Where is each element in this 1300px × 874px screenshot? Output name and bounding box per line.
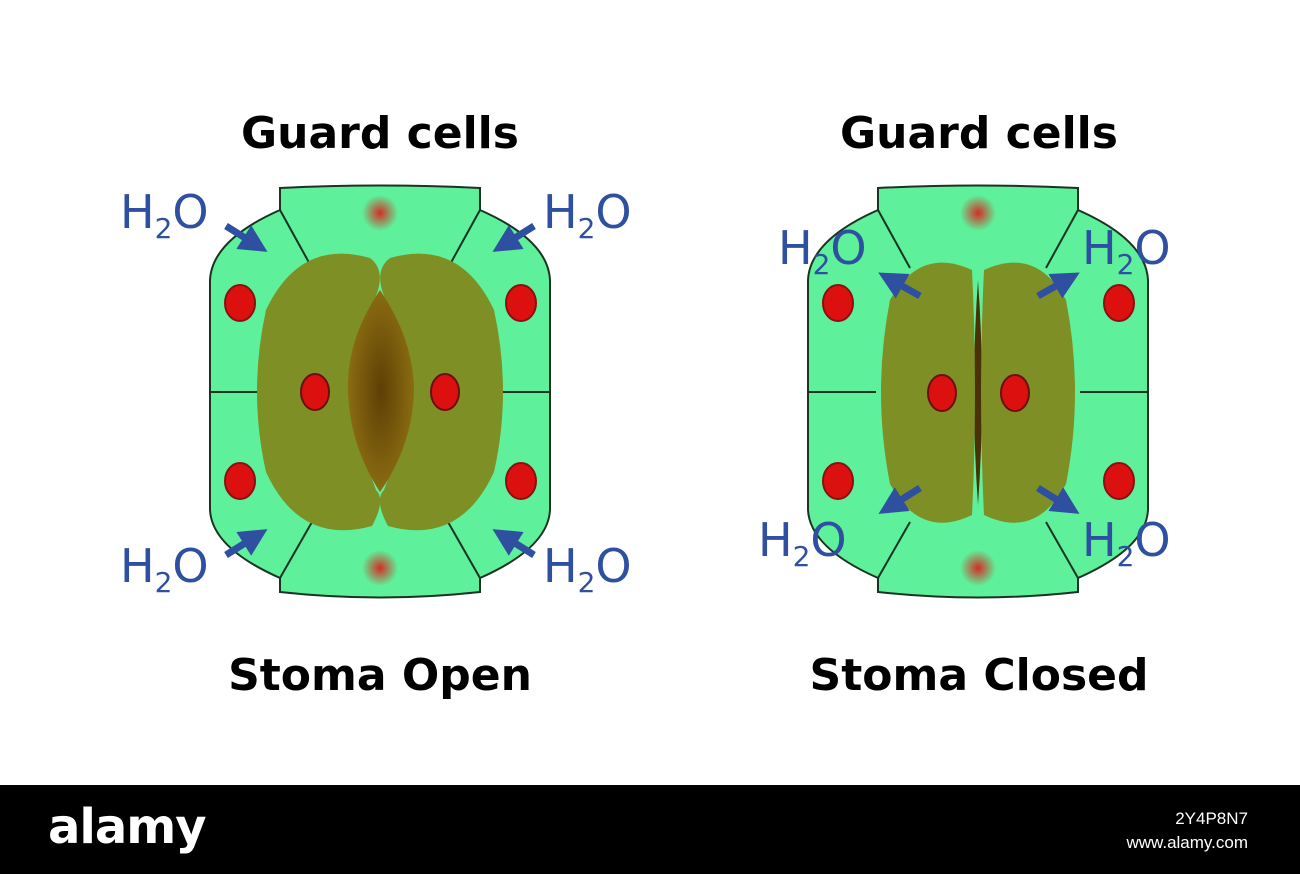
nucleus-right-top-closed bbox=[1103, 284, 1135, 322]
nucleus-left-bottom-open bbox=[224, 462, 256, 500]
stoma-closed-diagram: H2O H2O H2O H2O bbox=[758, 184, 1171, 599]
arrow-out-top-left bbox=[878, 272, 922, 300]
title-guard-cells-closed: Guard cells bbox=[840, 108, 1118, 159]
title-guard-cells-open: Guard cells bbox=[241, 108, 519, 159]
stock-info: 2Y4P8N7 www.alamy.com bbox=[1126, 807, 1248, 855]
water-out-arrows bbox=[878, 272, 1080, 514]
h2o-label-top-right-closed: H2O bbox=[1082, 221, 1171, 281]
cell-walls-closed bbox=[808, 188, 1148, 579]
stoma-pore-closed bbox=[974, 280, 982, 505]
arrow-in-top-left bbox=[224, 223, 268, 252]
image-id: 2Y4P8N7 bbox=[1175, 809, 1248, 828]
water-in-arrows bbox=[224, 223, 536, 558]
site-url: www.alamy.com bbox=[1126, 833, 1248, 852]
caption-stoma-closed: Stoma Closed bbox=[809, 650, 1149, 701]
arrow-in-bottom-left bbox=[224, 529, 268, 558]
stoma-open-diagram: H2O H2O H2O H2O bbox=[120, 184, 632, 599]
guard-nucleus-left-open bbox=[300, 373, 330, 411]
nucleus-right-bottom-closed bbox=[1103, 462, 1135, 500]
nucleus-right-top-open bbox=[505, 284, 537, 322]
nucleus-top-open bbox=[362, 195, 398, 231]
h2o-label-top-right-open: H2O bbox=[543, 185, 632, 245]
nucleus-left-bottom-closed bbox=[822, 462, 854, 500]
arrow-out-bottom-right bbox=[1036, 485, 1080, 514]
stoma-pore-open bbox=[347, 290, 414, 492]
nucleus-bottom-open bbox=[362, 550, 398, 586]
guard-nucleus-right-open bbox=[430, 373, 460, 411]
nucleus-top-closed bbox=[960, 195, 996, 231]
h2o-label-top-left-closed: H2O bbox=[778, 221, 867, 281]
stomata-diagram: H2O H2O H2O H2O bbox=[120, 184, 1171, 599]
arrow-out-top-right bbox=[1036, 272, 1080, 300]
nucleus-left-top-closed bbox=[822, 284, 854, 322]
arrow-in-top-right bbox=[492, 223, 536, 252]
h2o-label-bottom-left-closed: H2O bbox=[758, 513, 847, 573]
nucleus-left-top-open bbox=[224, 284, 256, 322]
h2o-label-bottom-left-open: H2O bbox=[120, 539, 209, 599]
h2o-label-bottom-right-open: H2O bbox=[543, 539, 632, 599]
arrow-out-bottom-left bbox=[878, 485, 922, 514]
arrow-in-bottom-right bbox=[492, 529, 536, 558]
cell-walls-open bbox=[210, 188, 550, 579]
h2o-label-top-left-open: H2O bbox=[120, 185, 209, 245]
guard-nucleus-right-closed bbox=[1000, 374, 1030, 412]
alamy-logo: alamy bbox=[48, 799, 207, 855]
h2o-label-bottom-right-closed: H2O bbox=[1082, 513, 1171, 573]
nucleus-right-bottom-open bbox=[505, 462, 537, 500]
caption-stoma-open: Stoma Open bbox=[228, 650, 532, 701]
stock-footer-bar: alamy 2Y4P8N7 www.alamy.com bbox=[0, 785, 1300, 874]
guard-nucleus-left-closed bbox=[927, 374, 957, 412]
nucleus-bottom-closed bbox=[960, 550, 996, 586]
